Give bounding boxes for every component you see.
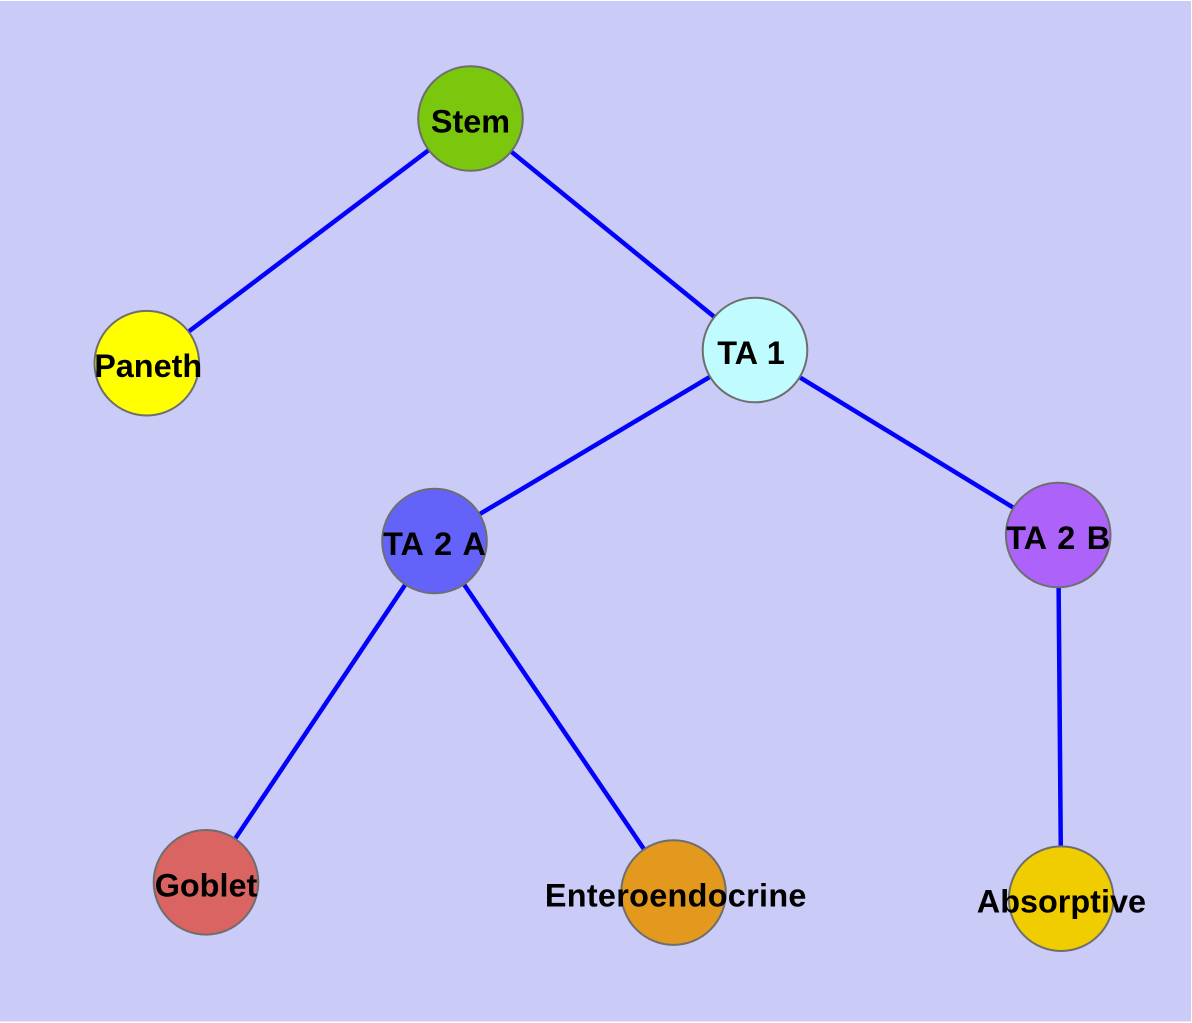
svg-text:TA 1: TA 1	[717, 335, 785, 371]
svg-text:Enteroendocrine: Enteroendocrine	[545, 878, 807, 914]
svg-text:Absorptive: Absorptive	[977, 884, 1146, 920]
svg-text:TA 2 B: TA 2 B	[1006, 520, 1110, 556]
svg-text:Stem: Stem	[431, 104, 510, 140]
svg-text:Paneth: Paneth	[94, 348, 202, 384]
svg-text:TA 2 A: TA 2 A	[383, 526, 486, 562]
svg-text:Goblet: Goblet	[155, 867, 258, 903]
